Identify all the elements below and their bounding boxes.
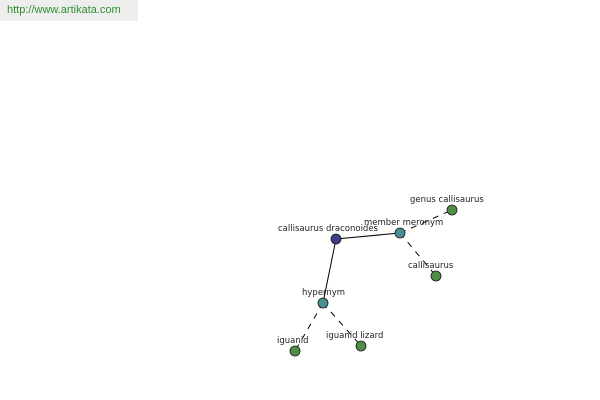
node-circle-iguanid[interactable] [289, 345, 301, 357]
node-label-callisaurus: callisaurus [408, 261, 454, 271]
edge-hypernym-iguanid [294, 302, 324, 352]
node-callisaurus[interactable]: callisaurus [408, 261, 454, 282]
node-iguanid[interactable]: iguanid [277, 336, 309, 357]
graph-edges [294, 209, 453, 352]
edge-center-member [335, 232, 401, 240]
node-circle-genus[interactable] [446, 204, 458, 216]
node-circle-center[interactable] [330, 233, 342, 245]
node-hypernym[interactable]: hypernym [302, 288, 345, 309]
node-circle-iguanid-lizard[interactable] [355, 340, 367, 352]
node-label-iguanid: iguanid [277, 336, 309, 346]
node-label-center: callisaurus draconoides [278, 224, 379, 234]
node-genus[interactable]: genus callisaurus [410, 195, 484, 216]
node-circle-member[interactable] [394, 227, 406, 239]
node-label-member: member meronym [364, 218, 443, 228]
edge-hypernym-iguanid-lizard [322, 302, 362, 347]
source-url-banner[interactable]: http://www.artikata.com [0, 0, 138, 21]
node-label-hypernym: hypernym [302, 288, 345, 298]
node-circle-callisaurus[interactable] [430, 270, 442, 282]
node-label-genus: genus callisaurus [410, 195, 484, 205]
node-label-iguanid-lizard: iguanid lizard [326, 331, 383, 341]
node-center[interactable]: callisaurus draconoides [278, 224, 379, 245]
edge-member-callisaurus [399, 232, 437, 277]
edge-center-hypernym [322, 238, 337, 304]
node-member[interactable]: member meronym [364, 218, 443, 239]
edge-member-genus [399, 209, 453, 234]
node-iguanid-lizard[interactable]: iguanid lizard [326, 331, 383, 352]
node-circle-hypernym[interactable] [317, 297, 329, 309]
